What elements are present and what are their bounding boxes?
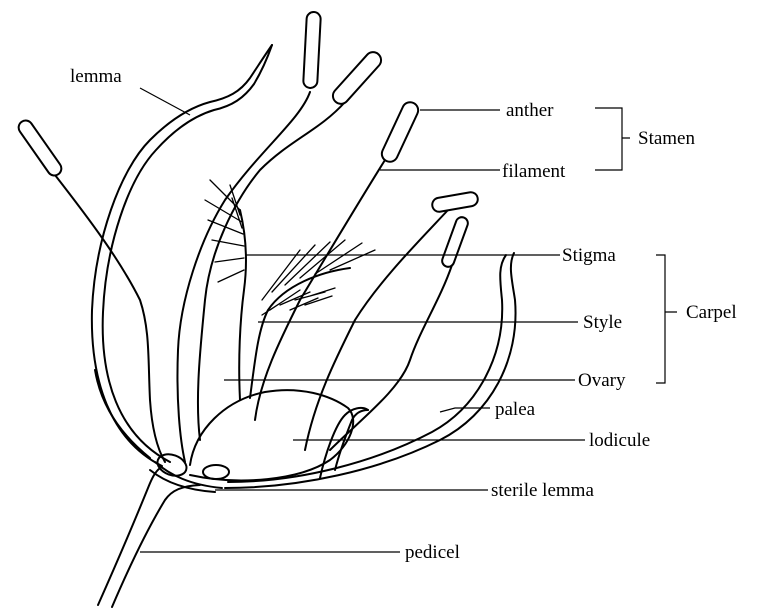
lodicule-shape [320, 408, 368, 478]
label-palea: palea [495, 399, 536, 420]
label-stamen: Stamen [638, 128, 695, 149]
label-ovary: Ovary [578, 370, 626, 391]
label-stigma: Stigma [562, 245, 616, 266]
label-sterile-lemma: sterile lemma [491, 480, 594, 501]
label-filament: filament [502, 161, 566, 182]
label-carpel: Carpel [686, 302, 737, 323]
label-style: Style [583, 312, 622, 333]
label-anther: anther [506, 100, 554, 121]
label-lodicule: lodicule [589, 430, 650, 451]
pedicel-stalk [98, 468, 200, 607]
style-and-stigma-shapes [205, 180, 375, 400]
label-lemma: lemma [70, 66, 122, 87]
label-pedicel: pedicel [405, 542, 460, 563]
anther-shapes [16, 12, 479, 269]
